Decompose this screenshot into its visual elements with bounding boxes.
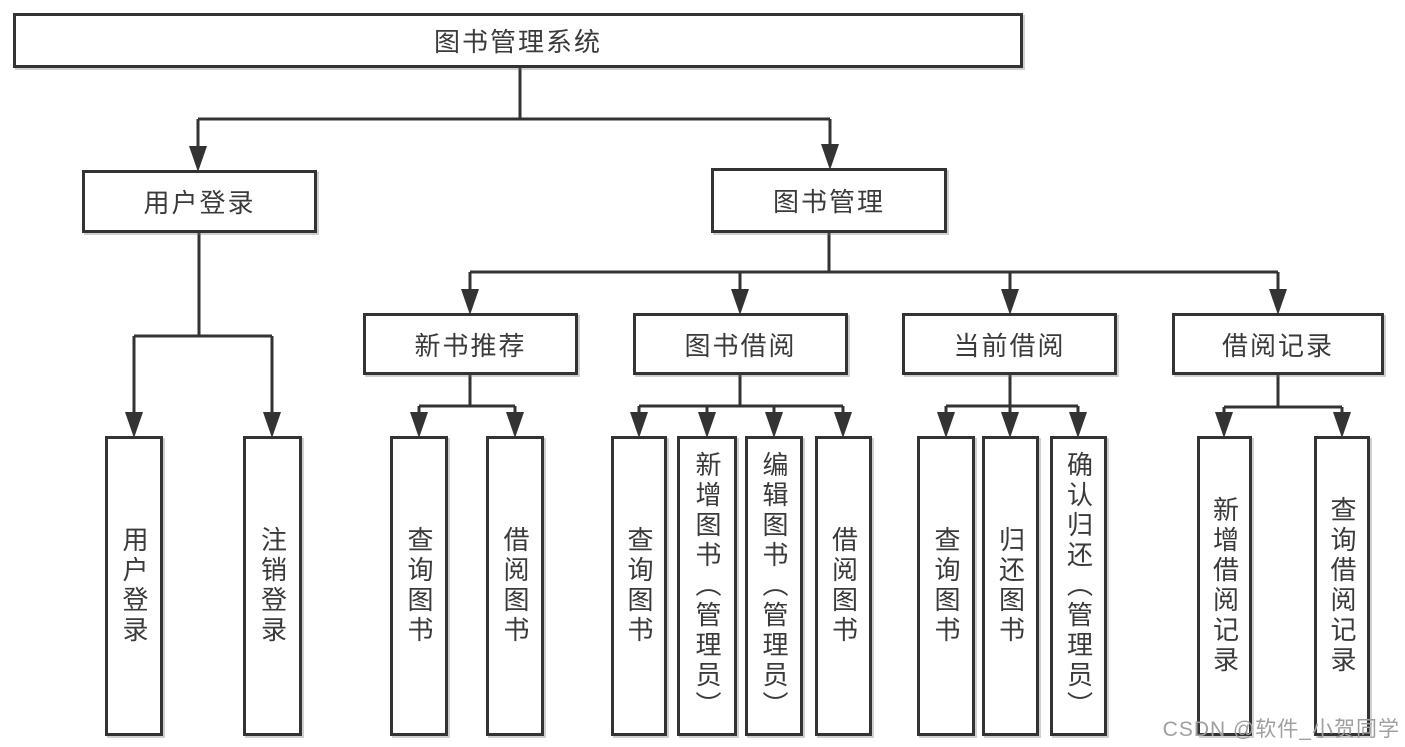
- connector-path-book-management: [468, 233, 1280, 293]
- arrowhead-icon: [1333, 412, 1351, 438]
- node-label-borrow-books-borrowing: 借阅图书: [828, 526, 859, 646]
- node-label-query-books-current: 查询图书: [931, 526, 961, 646]
- connector-path-user-login-group: [132, 233, 274, 416]
- arrowhead-icon: [1269, 289, 1287, 315]
- node-query-books-recommend: 查询图书: [390, 436, 448, 736]
- node-label-new-book-recommend: 新书推荐: [414, 330, 527, 361]
- connector-path-borrowing-records: [1222, 375, 1344, 416]
- arrowhead-icon: [698, 412, 716, 438]
- arrowhead-icon: [1001, 412, 1019, 438]
- node-user-login: 用户登录: [105, 436, 163, 736]
- node-query-books-current: 查询图书: [917, 436, 975, 736]
- arrowhead-icon: [765, 412, 783, 438]
- connector-path-new-book-recommend: [417, 375, 517, 416]
- node-current-borrowing: 当前借阅: [902, 313, 1117, 375]
- arrowhead-icon: [1215, 412, 1233, 438]
- arrowhead-icon: [506, 412, 524, 438]
- arrowhead-icon: [937, 412, 955, 438]
- arrowhead-icon: [731, 289, 749, 315]
- node-return-books: 归还图书: [982, 436, 1039, 736]
- arrowhead-icon: [461, 289, 479, 315]
- arrowhead-icon: [834, 412, 852, 438]
- node-label-add-books-admin: 新增图书（管理员）: [692, 451, 722, 721]
- node-book-borrowing: 图书借阅: [633, 313, 848, 375]
- node-system: 图书管理系统: [13, 13, 1023, 68]
- node-borrow-books-recommend: 借阅图书: [486, 436, 544, 736]
- connector-path-current-borrowing: [944, 375, 1080, 416]
- node-query-borrow-record: 查询借阅记录: [1314, 436, 1370, 736]
- arrowhead-icon: [263, 412, 281, 438]
- node-edit-books-admin: 编辑图书（管理员）: [745, 436, 803, 736]
- node-borrowing-records: 借阅记录: [1172, 313, 1384, 375]
- connector-path-book-borrowing: [637, 375, 845, 416]
- node-add-books-admin: 新增图书（管理员）: [677, 436, 737, 736]
- node-book-management: 图书管理: [711, 168, 947, 233]
- node-confirm-return-admin: 确认归还（管理员）: [1050, 436, 1107, 736]
- node-label-book-borrowing: 图书借阅: [684, 330, 797, 361]
- node-query-books-borrowing: 查询图书: [611, 436, 667, 736]
- node-user-login-group: 用户登录: [82, 170, 317, 233]
- node-label-user-login: 用户登录: [119, 526, 149, 646]
- node-label-return-books: 归还图书: [995, 526, 1026, 646]
- node-label-query-borrow-record: 查询借阅记录: [1327, 496, 1357, 676]
- node-label-borrowing-records: 借阅记录: [1221, 330, 1334, 361]
- arrowhead-icon: [1001, 289, 1019, 315]
- node-label-borrow-books-recommend: 借阅图书: [500, 526, 530, 646]
- node-borrow-books-borrowing: 借阅图书: [815, 436, 872, 736]
- node-label-logout: 注销登录: [257, 526, 288, 646]
- connector-path-system: [196, 68, 832, 150]
- node-logout: 注销登录: [243, 436, 302, 736]
- arrowhead-icon: [189, 146, 207, 172]
- node-label-query-books-borrowing: 查询图书: [624, 526, 654, 646]
- arrowhead-icon: [125, 412, 143, 438]
- node-label-user-login-group: 用户登录: [143, 188, 256, 218]
- arrowhead-icon: [821, 144, 839, 170]
- arrowhead-icon: [630, 412, 648, 438]
- node-label-current-borrowing: 当前借阅: [953, 330, 1066, 361]
- arrowhead-icon: [410, 412, 428, 438]
- arrowhead-icon: [1069, 412, 1087, 438]
- node-label-edit-books-admin: 编辑图书（管理员）: [759, 451, 789, 721]
- node-label-query-books-recommend: 查询图书: [404, 526, 434, 646]
- node-add-borrow-record: 新增借阅记录: [1197, 436, 1252, 736]
- node-label-confirm-return-admin: 确认归还（管理员）: [1063, 451, 1094, 721]
- watermark-text: CSDN @软件_小贺同学: [1162, 718, 1400, 741]
- node-label-book-management: 图书管理: [772, 187, 885, 217]
- node-new-book-recommend: 新书推荐: [363, 313, 578, 375]
- node-label-system: 图书管理系统: [433, 27, 602, 57]
- node-label-add-borrow-record: 新增借阅记录: [1209, 496, 1240, 676]
